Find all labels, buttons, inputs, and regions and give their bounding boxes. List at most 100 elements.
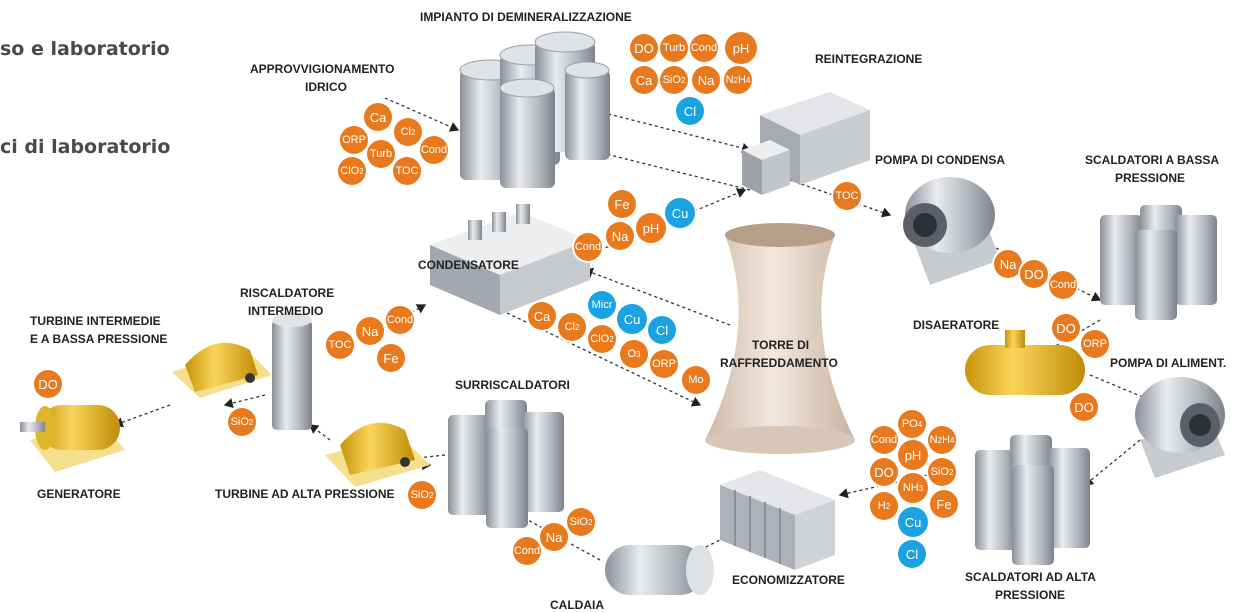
- boiler: [605, 545, 714, 595]
- param-na: Na: [540, 523, 568, 551]
- param-fe: Fe: [930, 490, 958, 518]
- label-ilp-2: E A BASSA PRESSIONE: [30, 332, 168, 346]
- param-do: DO: [1052, 314, 1080, 342]
- label-tower-2: RAFFREDDAMENTO: [720, 356, 838, 370]
- param-fe: Fe: [377, 344, 405, 372]
- header-line-1: so e laboratorio: [0, 38, 170, 60]
- label-hp-heaters-2: PRESSIONE: [995, 588, 1066, 602]
- param-orp: ORP: [1081, 330, 1109, 358]
- cooling-tower: [705, 223, 855, 454]
- label-ilp-1: TURBINE INTERMEDIE: [30, 314, 161, 328]
- makeup-unit: [742, 92, 870, 195]
- label-makeup: REINTEGRAZIONE: [815, 52, 923, 66]
- param-do: DO: [1020, 260, 1048, 288]
- param-cond: Cond: [420, 136, 448, 164]
- param-cond: Cond: [513, 537, 541, 565]
- label-reheater-2: INTERMEDIO: [248, 304, 324, 318]
- condenser: [430, 204, 590, 315]
- label-water-supply-2: IDRICO: [305, 80, 347, 94]
- param-cl: Cl: [676, 97, 704, 125]
- deaerator: [965, 330, 1085, 395]
- param-micr: Micr: [588, 291, 616, 319]
- label-cond-pump: POMPA DI CONDENSA: [875, 153, 1006, 167]
- superheaters: [448, 400, 564, 528]
- label-generator: GENERATORE: [37, 487, 121, 501]
- reheater: [272, 313, 312, 430]
- param-ph: pH: [725, 32, 757, 64]
- param-fe: Fe: [608, 190, 636, 218]
- param-cond: Cond: [870, 426, 898, 454]
- param-turb: Turb: [660, 34, 688, 62]
- param-toc: TOC: [326, 331, 354, 359]
- param-ph: pH: [636, 213, 666, 243]
- lp-heaters: [1100, 205, 1217, 320]
- label-demin: IMPIANTO DI DEMINERALIZZAZIONE: [420, 10, 632, 24]
- label-lp-heaters-2: PRESSIONE: [1115, 171, 1186, 185]
- param-cu: Cu: [665, 198, 695, 228]
- param-toc: TOC: [393, 157, 421, 185]
- label-tower-1: TORRE DI: [752, 338, 810, 352]
- param-ca: Ca: [528, 302, 556, 330]
- param-na: Na: [356, 317, 384, 345]
- param-cu: Cu: [898, 507, 928, 537]
- condensate-pump: [903, 177, 1000, 285]
- param-do: DO: [870, 458, 898, 486]
- param-ca: Ca: [364, 103, 392, 131]
- feed-pump: [1135, 377, 1225, 478]
- param-turb: Turb: [367, 140, 395, 168]
- ilp-turbines: [172, 342, 272, 398]
- label-lp-heaters-1: SCALDATORI A BASSA: [1085, 153, 1220, 167]
- param-cond: Cond: [690, 34, 718, 62]
- label-deaerator: DISAERATORE: [913, 318, 1000, 332]
- demin-tanks: [459, 31, 610, 188]
- param-do: DO: [630, 34, 658, 62]
- param-cond: Cond: [1049, 271, 1077, 299]
- param-na: Na: [994, 250, 1022, 278]
- param-cond: Cond: [386, 306, 414, 334]
- header-line-2: ci di laboratorio: [0, 136, 171, 158]
- hp-turbine: [325, 422, 430, 487]
- label-feed-pump: POMPA DI ALIMENT.: [1110, 356, 1227, 370]
- label-hp-turbines: TURBINE AD ALTA PRESSIONE: [215, 487, 395, 501]
- param-mo: Mo: [682, 366, 710, 394]
- param-do: DO: [1070, 393, 1098, 421]
- param-orp: ORP: [340, 126, 368, 154]
- label-condenser: CONDENSATORE: [418, 258, 519, 272]
- label-boiler: CALDAIA: [550, 598, 604, 612]
- label-hp-heaters-1: SCALDATORI AD ALTA: [965, 570, 1096, 584]
- label-reheater-1: RISCALDATORE: [240, 286, 335, 300]
- param-cl: Cl: [898, 540, 926, 568]
- param-cl: Cl: [648, 316, 676, 344]
- param-orp: ORP: [650, 350, 678, 378]
- param-do: DO: [34, 370, 62, 398]
- param-cu: Cu: [617, 304, 647, 334]
- param-na: Na: [606, 222, 634, 250]
- label-water-supply-1: APPROVVIGIONAMENTO: [250, 62, 395, 76]
- param-na: Na: [692, 66, 720, 94]
- generator: [20, 405, 125, 472]
- economizer: [720, 470, 835, 570]
- hp-heaters: [975, 435, 1090, 565]
- param-ca: Ca: [630, 66, 658, 94]
- param-toc: TOC: [833, 182, 861, 210]
- label-economizer: ECONOMIZZATORE: [732, 573, 845, 587]
- param-ph: pH: [898, 440, 928, 470]
- label-superheaters: SURRISCALDATORI: [455, 378, 570, 392]
